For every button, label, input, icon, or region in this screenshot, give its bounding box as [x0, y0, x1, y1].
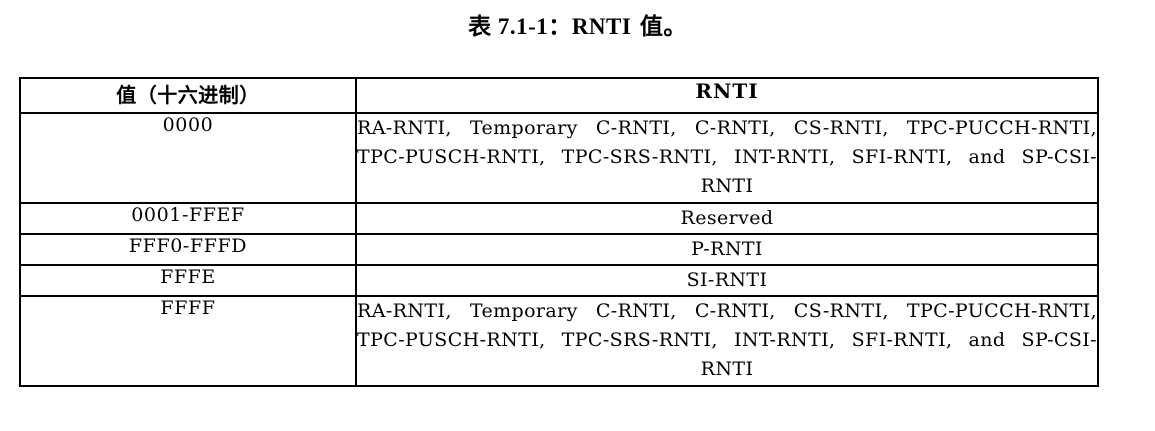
cell-value: 0000 [19, 112, 357, 204]
cell-value: 0001-FFEF [19, 202, 357, 235]
column-header-value-label: 值（十六进制） [116, 83, 260, 107]
table-caption: 表 7.1-1：RNTI 值。 [0, 12, 1155, 42]
cell-rnti-text: RA-RNTI, Temporary C-RNTI, C-RNTI, CS-RN… [357, 300, 1097, 380]
rnti-values-table: 值（十六进制） RNTI 0000 RA-RNTI, Temporary C-R… [19, 77, 1099, 387]
column-header-rnti: RNTI [355, 77, 1099, 114]
caption-latin: RNTI [571, 14, 632, 39]
caption-cjk-suffix: 值。 [631, 14, 687, 40]
table-row: 0000 RA-RNTI, Temporary C-RNTI, C-RNTI, … [19, 112, 1099, 204]
cell-rnti: SI-RNTI [355, 264, 1099, 297]
table-row: FFF0-FFFD P-RNTI [19, 233, 1099, 266]
cell-rnti: RA-RNTI, Temporary C-RNTI, C-RNTI, CS-RN… [355, 295, 1099, 387]
caption-cjk-prefix: 表 [468, 14, 492, 40]
cell-rnti: P-RNTI [355, 233, 1099, 266]
table-row: FFFE SI-RNTI [19, 264, 1099, 297]
cell-rnti: RA-RNTI, Temporary C-RNTI, C-RNTI, CS-RN… [355, 112, 1099, 204]
column-header-value: 值（十六进制） [19, 77, 357, 114]
table-header-row: 值（十六进制） RNTI [19, 77, 1099, 114]
caption-number: 7.1-1： [491, 14, 572, 39]
cell-value: FFFF [19, 295, 357, 387]
cell-value: FFFE [19, 264, 357, 297]
table-row: 0001-FFEF Reserved [19, 202, 1099, 235]
cell-rnti-text: RA-RNTI, Temporary C-RNTI, C-RNTI, CS-RN… [357, 117, 1097, 197]
column-header-rnti-label: RNTI [695, 79, 759, 103]
cell-rnti: Reserved [355, 202, 1099, 235]
table-row: FFFF RA-RNTI, Temporary C-RNTI, C-RNTI, … [19, 295, 1099, 387]
cell-value: FFF0-FFFD [19, 233, 357, 266]
